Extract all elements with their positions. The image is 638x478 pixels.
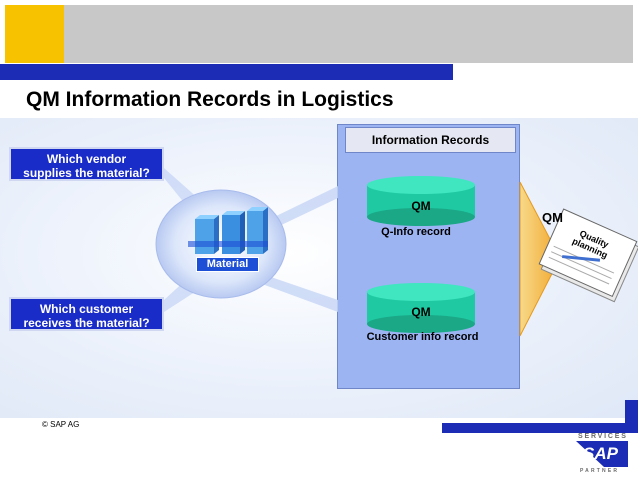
customer-info-cylinder (367, 283, 475, 333)
sap-logo (576, 441, 628, 467)
page-title: QM Information Records in Logistics (26, 88, 394, 111)
customer-question-line1: Which customer (39, 302, 134, 316)
copyright-text: © SAP AG (42, 420, 80, 429)
header-accent-yellow (5, 5, 64, 63)
footer-blue-line (442, 423, 638, 433)
information-records-header: Information Records (345, 127, 516, 153)
header-blue-line (0, 64, 453, 80)
customer-info-cylinder-label: QM (411, 305, 430, 319)
customer-info-record-caption: Customer info record (366, 331, 479, 343)
sap-logo-text: SAP (583, 444, 618, 463)
material-blocks-icon (188, 207, 268, 254)
customer-question-line2: receives the material? (23, 316, 150, 330)
ray-customer-info (262, 276, 338, 312)
footer-notch (625, 400, 638, 424)
header-bar (64, 5, 633, 63)
services-text: SERVICES (578, 433, 628, 440)
customer-question-box: Which customer receives the material? (9, 297, 164, 331)
qinfo-cylinder (367, 176, 475, 226)
qinfo-cylinder-label: QM (411, 199, 430, 213)
quality-planning-document-icon: Quality planning (538, 208, 638, 303)
material-label: Material (196, 257, 259, 272)
ray-qinfo (268, 186, 338, 228)
vendor-question-line2: supplies the material? (23, 166, 150, 180)
partner-text: PARTNER (580, 468, 620, 474)
vendor-question-line1: Which vendor (46, 152, 127, 166)
qm-output-label: QM (542, 210, 563, 225)
information-records-panel (337, 124, 520, 389)
qinfo-record-caption: Q-Info record (381, 226, 451, 238)
output-arrow (519, 181, 561, 337)
vendor-question-box: Which vendor supplies the material? (9, 147, 164, 181)
